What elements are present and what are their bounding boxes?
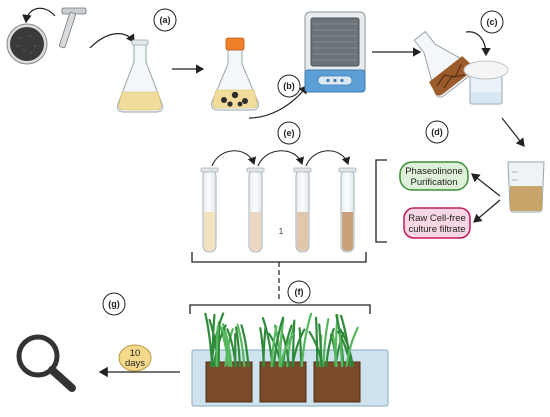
filtrate-box: Raw Cell-free culture filtrate [403, 207, 471, 239]
purification-line1: Phaseolinone [405, 166, 463, 177]
conical-flask-inoculated [211, 37, 259, 111]
grass-blade [240, 324, 250, 368]
petri-dish-icon [6, 23, 48, 65]
label-c: (c) [487, 17, 498, 27]
filtrate-line2: culture filtrate [408, 224, 465, 235]
grass-blade [212, 324, 227, 368]
grass-blade [234, 326, 242, 368]
label-d-badge [425, 120, 449, 144]
label-e-badge [277, 121, 301, 145]
incubation-value: 10 [130, 348, 141, 359]
grass-blade [262, 326, 267, 368]
label-e: (e) [284, 128, 295, 138]
transfer-arrow [22, 7, 56, 24]
tilted-flask-culture-icon [413, 30, 475, 98]
label-g-badge [102, 292, 126, 316]
grass-blade [226, 328, 237, 368]
inoculation-tool-icon [59, 7, 87, 49]
grass-blade [325, 327, 335, 368]
grass-blade [220, 326, 232, 368]
label-b: (b) [283, 81, 295, 91]
dilution-arrows [211, 150, 351, 167]
label-d: (d) [431, 127, 443, 137]
conical-flask-medium [117, 39, 163, 113]
arrow-to-filter [465, 31, 491, 57]
grass-blade [281, 324, 293, 368]
grass-blade [322, 317, 330, 368]
test-tube-4 [338, 167, 357, 253]
grass-blade [279, 332, 295, 368]
label-f: (f) [295, 287, 304, 297]
test-tube-3 [293, 167, 312, 253]
shaker-incubator-icon [304, 11, 366, 93]
grass-blade [339, 314, 352, 368]
grass-blade [270, 325, 278, 368]
purification-line2: Purification [411, 177, 458, 188]
grass-blade [318, 323, 323, 368]
grass-blade [236, 323, 246, 368]
magnifying-glass-icon [16, 334, 76, 392]
arrow-to-purification [471, 173, 501, 197]
grass-blade [314, 316, 319, 368]
arrow-to-incubator [248, 85, 308, 119]
filtrate-beaker-icon [507, 161, 545, 213]
incubation-days-badge: 10 days [118, 344, 152, 372]
arrow-to-beaker [501, 117, 525, 147]
label-b-badge [277, 74, 301, 98]
dilution-bracket-right [375, 159, 387, 243]
grass-blade [291, 328, 306, 368]
incubation-unit: days [125, 358, 145, 369]
grass-blade [338, 332, 344, 368]
test-tube-1 [200, 167, 219, 253]
grass-blade [204, 312, 214, 368]
grass-blade [272, 316, 285, 368]
label-f-badge [287, 280, 311, 304]
tube-marker: 1 [279, 227, 284, 236]
label-c-badge [480, 10, 504, 34]
grass-seedlings [204, 312, 359, 368]
test-tube-2 [246, 167, 265, 253]
label-a-badge [153, 8, 177, 32]
label-a: (a) [160, 15, 171, 25]
label-g: (g) [108, 299, 120, 309]
arrow-to-filtrate [473, 199, 501, 223]
plant-tray-icon [191, 349, 389, 407]
purification-box: Phaseolinone Purification [399, 161, 469, 191]
grass-blade [300, 312, 313, 368]
tray-bracket [189, 304, 371, 314]
filtration-beaker-icon [463, 60, 509, 105]
grass-blade [345, 326, 359, 368]
grass-blade [215, 324, 219, 368]
tubes-bracket [191, 252, 367, 263]
arrow-to-flask [89, 33, 135, 49]
grass-blade [331, 333, 338, 368]
filtrate-line1: Raw Cell-free [408, 213, 466, 224]
